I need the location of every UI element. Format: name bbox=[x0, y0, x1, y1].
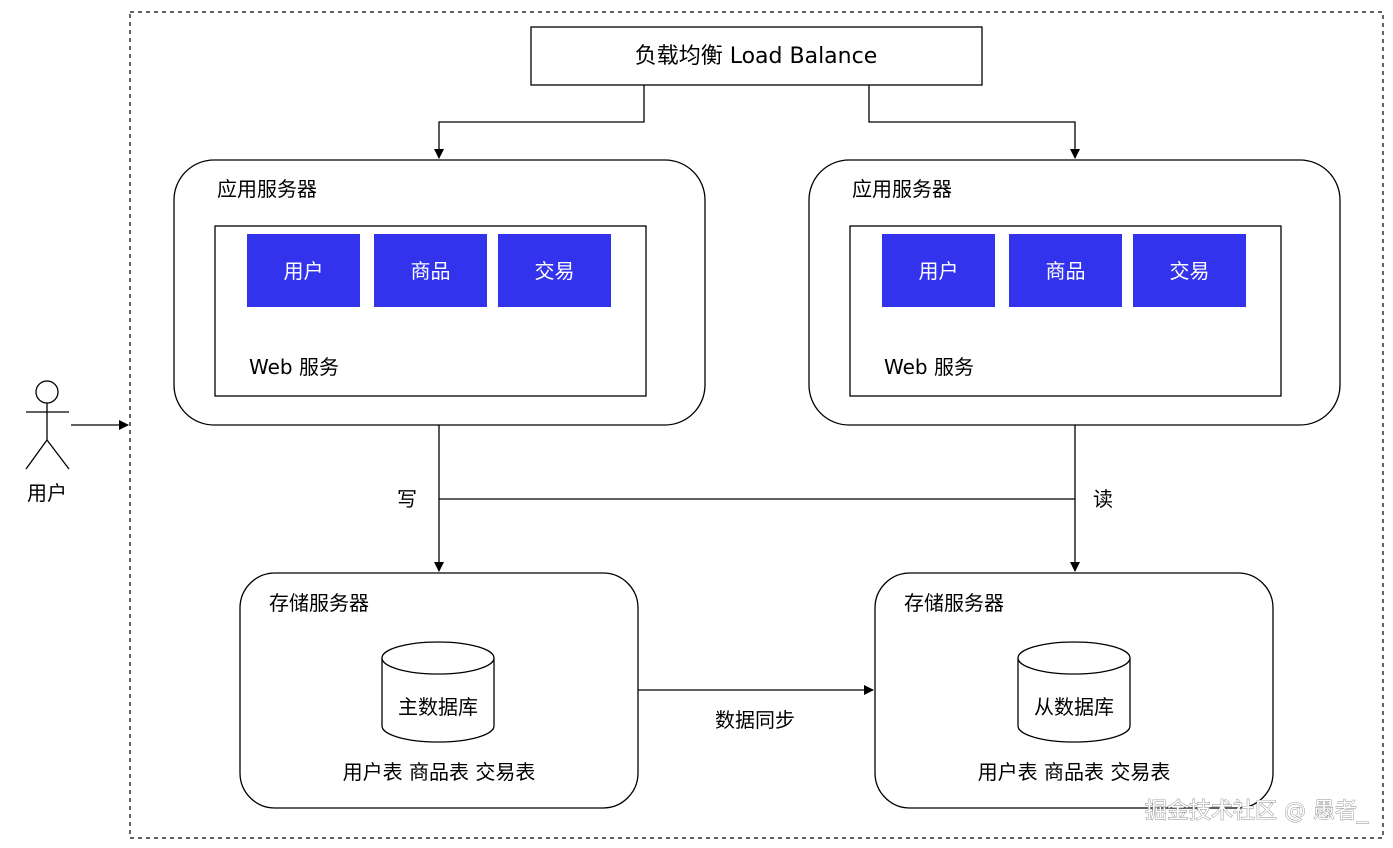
database-cylinder-icon bbox=[1017, 641, 1131, 743]
tables-label: 用户表 商品表 交易表 bbox=[978, 760, 1171, 784]
storage-server-1: 存储服务器 主数据库 用户表 商品表 交易表 bbox=[239, 572, 639, 809]
module-product: 商品 bbox=[1009, 234, 1122, 307]
module-label: 用户 bbox=[919, 259, 959, 283]
watermark: 掘金技术社区 @ 愚者_ bbox=[1145, 799, 1369, 824]
lb-to-app-server-2-edge bbox=[868, 85, 1080, 159]
storage-server-title: 存储服务器 bbox=[904, 591, 1004, 615]
storage-server-2: 存储服务器 从数据库 用户表 商品表 交易表 bbox=[874, 572, 1274, 809]
storage-server-title: 存储服务器 bbox=[269, 591, 369, 615]
database-cylinder-icon bbox=[381, 641, 495, 743]
load-balancer-label: 负载均衡 Load Balance bbox=[635, 44, 878, 69]
database-label: 从数据库 bbox=[1034, 695, 1114, 719]
write-label: 写 bbox=[397, 487, 417, 511]
user-actor-icon bbox=[25, 380, 70, 470]
module-label: 商品 bbox=[411, 259, 451, 283]
module-label: 用户 bbox=[284, 259, 324, 283]
module-trade: 交易 bbox=[1133, 234, 1246, 307]
module-label: 交易 bbox=[1170, 259, 1210, 283]
module-user: 用户 bbox=[247, 234, 360, 307]
lb-to-app-server-1-edge bbox=[434, 85, 645, 159]
web-service-label: Web 服务 bbox=[249, 355, 339, 379]
database-label: 主数据库 bbox=[398, 695, 478, 719]
system-boundary bbox=[129, 11, 1384, 839]
app-server-2: 应用服务器 用户 商品 交易 Web 服务 bbox=[808, 159, 1341, 426]
module-trade: 交易 bbox=[498, 234, 611, 307]
app-server-title: 应用服务器 bbox=[217, 177, 317, 201]
module-label: 商品 bbox=[1046, 259, 1086, 283]
app-server-title: 应用服务器 bbox=[852, 177, 952, 201]
module-label: 交易 bbox=[535, 259, 575, 283]
web-service-label: Web 服务 bbox=[884, 355, 974, 379]
read-label: 读 bbox=[1093, 487, 1113, 511]
load-balancer-node: 负载均衡 Load Balance bbox=[530, 26, 983, 86]
user-actor-label: 用户 bbox=[27, 481, 67, 505]
app-server-1: 应用服务器 用户 商品 交易 Web 服务 bbox=[173, 159, 706, 426]
module-user: 用户 bbox=[882, 234, 995, 307]
data-sync-label: 数据同步 bbox=[715, 708, 795, 732]
tables-label: 用户表 商品表 交易表 bbox=[343, 760, 536, 784]
module-product: 商品 bbox=[374, 234, 487, 307]
